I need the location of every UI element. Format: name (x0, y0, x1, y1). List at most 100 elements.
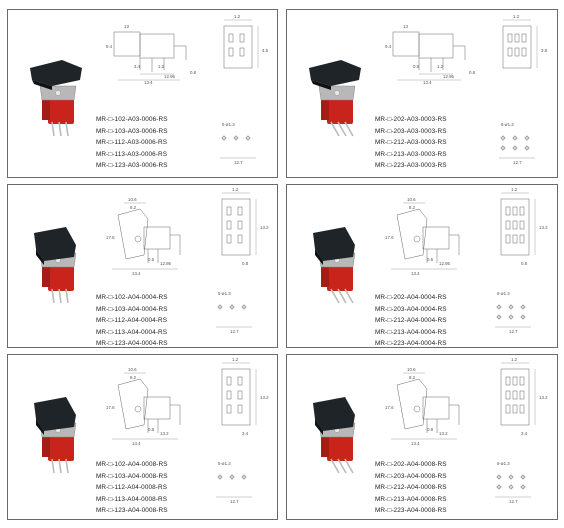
dimension-label: 12.7 (509, 329, 518, 334)
dimension-label: 4.5 (262, 48, 269, 53)
switch-photo (30, 60, 82, 137)
dimension-label: 13.4 (132, 271, 141, 276)
dimension-label: 0.5 (427, 257, 434, 262)
dimension-label: 13.2 (439, 431, 448, 436)
pcb-footprint (495, 304, 531, 328)
terminal-pin (344, 458, 354, 474)
terminal-pin (58, 458, 62, 474)
model-code: MR-□-112-A03-0006-RS (96, 139, 168, 146)
dimension-label: 1.2 (511, 187, 518, 192)
rocker-actuator (313, 397, 355, 431)
model-code: MR-□-223-A04-0004-RS (375, 340, 447, 347)
dimension-label: 10.6 (128, 197, 137, 202)
terminal-pin (65, 121, 69, 137)
terminal-pin (51, 121, 55, 137)
model-code: MR-□-112-A04-0004-RS (96, 317, 168, 324)
terminal-pin (337, 288, 347, 304)
dimension-label: 13.4 (144, 80, 153, 85)
dimension-label: 13.2 (539, 395, 548, 400)
terminal-pin (51, 288, 55, 304)
model-code: MR-□-223-A03-0003-RS (375, 162, 447, 169)
dimension-label: 3.4 (134, 64, 141, 69)
dimension-label: 3.4 (521, 431, 528, 436)
model-code: MR-□-203-A04-0008-RS (375, 472, 447, 480)
dimension-label: 17.6 (385, 235, 394, 240)
dimension-label: 0.5 (148, 257, 155, 262)
terminal-pin (51, 458, 55, 474)
dimension-label: 13.4 (411, 441, 420, 446)
dimension-label: 9.4 (385, 44, 392, 49)
dimension-label: 13.2 (160, 431, 169, 436)
terminal-pin (344, 288, 354, 304)
front-view (221, 198, 251, 256)
dimension-label: 1.2 (158, 64, 165, 69)
model-code: MR-□-203-A03-0003-RS (375, 127, 447, 135)
model-code: MR-□-102-A03-0006-RS (96, 116, 168, 123)
dimension-label: 12.7 (230, 499, 239, 504)
rocker-actuator (309, 60, 361, 86)
dimension-label: 5-ø1.3 (218, 291, 231, 296)
switch-photo (34, 227, 77, 304)
terminal-pin (337, 121, 347, 137)
dimension-label: 0.5 (413, 64, 420, 69)
model-code: MR-□-202-A04-0008-RS (375, 461, 447, 468)
dimension-label: 0.8 (190, 70, 197, 75)
switch-photo (309, 60, 361, 137)
dimension-label: 6-ø1.3 (497, 291, 510, 296)
model-code: MR-□-223-A04-0008-RS (375, 507, 447, 514)
model-code: MR-□-213-A04-0008-RS (375, 495, 447, 503)
switch-photo (313, 397, 356, 474)
model-code: MR-□-203-A04-0004-RS (375, 305, 447, 313)
dimension-label: 8.2 (409, 375, 416, 380)
terminal-pin (330, 121, 340, 137)
switch-photo (34, 397, 77, 474)
dimension-label: 6-ø1.3 (497, 461, 510, 466)
dimension-label: 12.7 (513, 160, 522, 165)
front-view (500, 368, 530, 426)
dimension-label: 8.2 (130, 375, 137, 380)
model-code: MR-□-213-A03-0003-RS (375, 150, 447, 158)
dimension-drawing (392, 19, 538, 81)
dimension-label: 10.6 (407, 367, 416, 372)
model-code: MR-□-113-A04-0008-RS (96, 495, 168, 503)
dimension-label: 0.8 (242, 261, 249, 266)
pcb-footprint (220, 135, 256, 159)
dimension-label: 13.2 (260, 395, 269, 400)
dimension-label: 10.6 (407, 197, 416, 202)
dimension-label: 12.7 (509, 499, 518, 504)
dimension-label: 12.7 (234, 160, 243, 165)
model-code: MR-□-123-A03-0006-RS (96, 162, 168, 169)
dimension-label: 0.8 (148, 427, 155, 432)
dimension-label: 1.2 (437, 64, 444, 69)
dimension-label: 17.6 (106, 405, 115, 410)
dimension-label: 13.4 (411, 271, 420, 276)
dimension-drawing (112, 192, 257, 270)
terminal-pin (330, 458, 340, 474)
dimension-label: 12.95 (164, 74, 176, 79)
dimension-label: 0.8 (469, 70, 476, 75)
dimension-label: 13 (403, 24, 408, 29)
rocker-actuator (30, 60, 82, 86)
terminal-pin (65, 458, 69, 474)
dimension-label: 3.8 (541, 48, 548, 53)
dimension-label: 13.2 (260, 225, 269, 230)
model-code: MR-□-123-A04-0004-RS (96, 340, 168, 347)
dimension-label: 13.2 (539, 225, 548, 230)
dimension-label: 17.6 (385, 405, 394, 410)
dimension-label: 6-ø1.3 (501, 122, 514, 127)
terminal-pin (65, 288, 69, 304)
dimension-drawing (113, 19, 259, 81)
terminal-pin (330, 288, 340, 304)
model-code: MR-□-202-A03-0003-RS (375, 116, 447, 123)
pcb-footprint (499, 135, 535, 159)
model-code: MR-□-212-A04-0004-RS (375, 317, 447, 324)
dimension-label: 12.95 (160, 261, 172, 266)
